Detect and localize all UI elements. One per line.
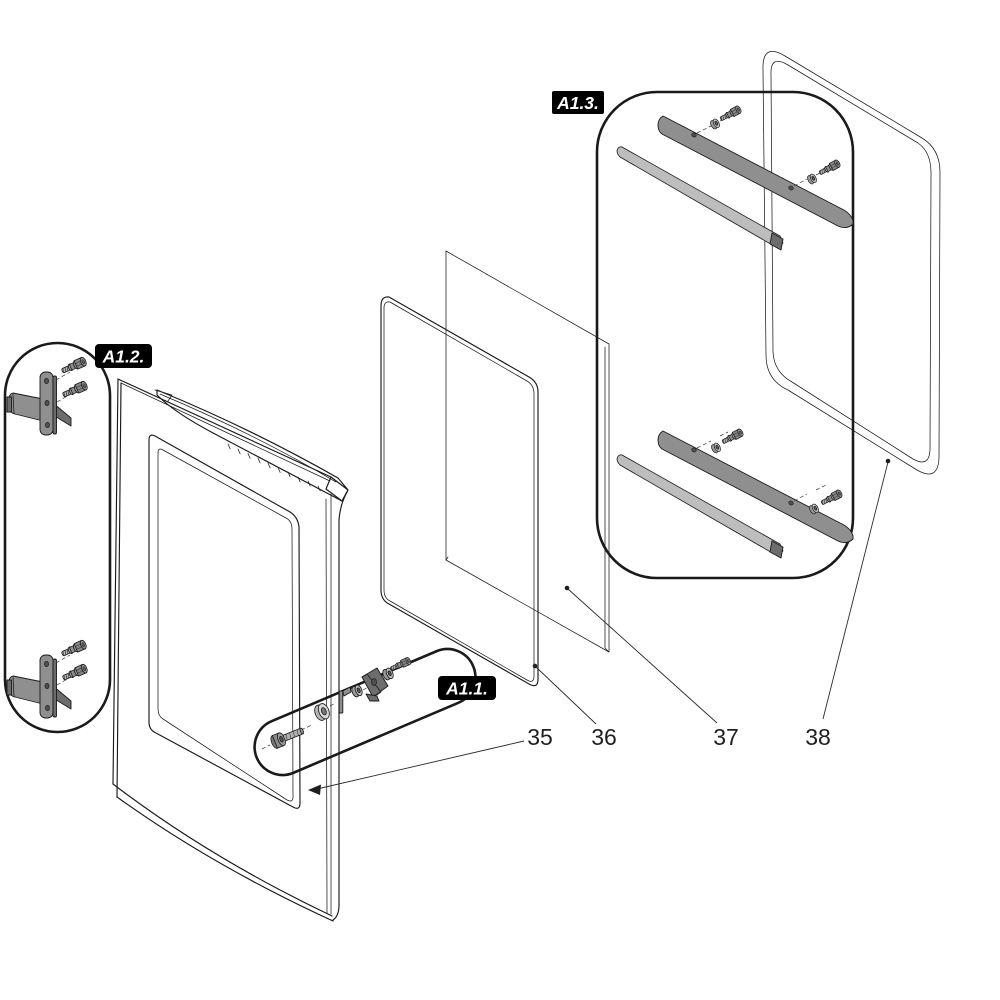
callout-a11 [253,647,477,777]
callout-a12-border [3,341,112,734]
part-36: 36 [532,663,617,750]
leader-dot-icon [885,458,891,464]
callout-a12 [3,341,112,734]
retainer-bar-upper-set [616,104,854,251]
ring-washer [314,703,330,721]
latch-pin [338,686,352,714]
callout-label-a12 [95,344,152,368]
callout-label-a11-text: A1.1. [445,679,488,699]
leader-dot-icon [532,663,538,669]
part-number-callouts: 35 36 37 38 [308,458,891,795]
callout-label-a12-text: A1.2. [102,347,145,367]
part-37: 37 [564,585,739,750]
part-number-38: 38 [805,724,831,750]
shoulder-bolt [270,727,304,749]
door-window-cutout [148,434,301,809]
callout-label-a13-text: A1.3. [556,93,599,113]
callout-label-a11 [438,676,496,700]
part-number-36: 36 [591,724,617,750]
callout-label-a13 [552,91,604,114]
door-gasket [762,51,941,475]
part-number-37: 37 [713,724,739,750]
door-handle [156,389,349,502]
door-outer-panel [112,378,349,922]
callout-labels: A1.3. A1.2. A1.1. [95,91,604,700]
leader-dot-icon [564,585,570,591]
callout-a13 [595,90,855,580]
arrowhead-icon [308,784,321,795]
part-38: 38 [805,458,891,750]
latch-bracket [361,667,389,702]
part-number-35: 35 [527,724,553,750]
retainer-bar-lower-set [616,427,854,559]
door-hinge-bottom [7,639,88,718]
inner-glass-rear [445,250,610,653]
fixing-screw [389,656,413,673]
inner-glass-front [380,296,539,687]
callout-a13-border [595,90,855,580]
part-35: 35 [308,724,553,795]
door-hinge-top [7,356,88,435]
callout-a11-border [253,647,477,777]
